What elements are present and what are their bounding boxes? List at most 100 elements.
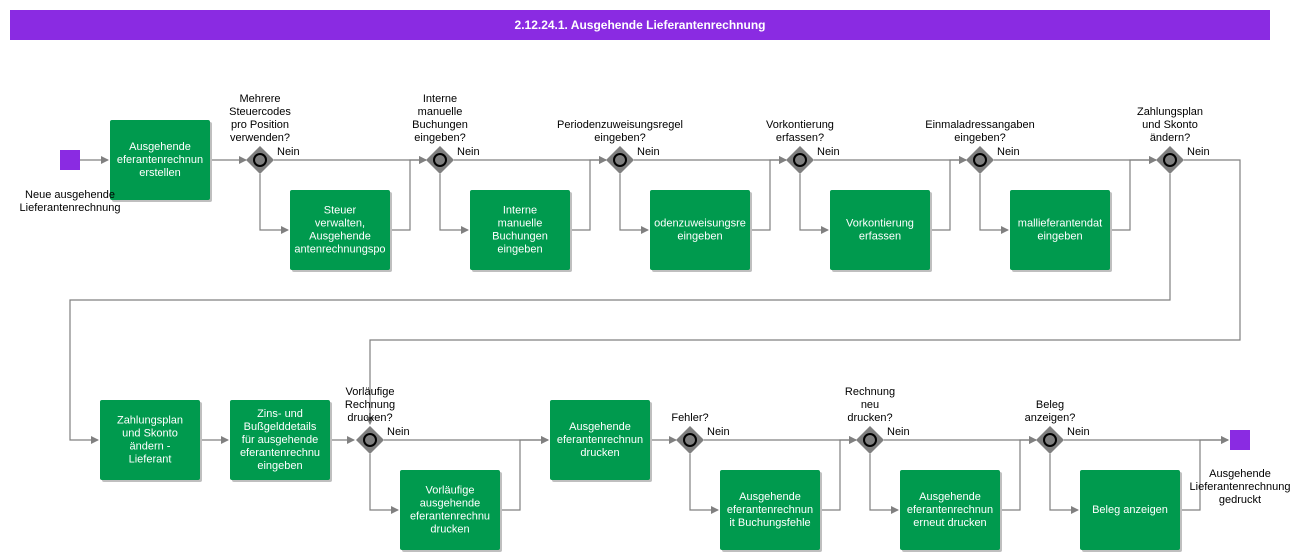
task-label-line: eingeben [257,460,302,472]
task-label-line: Bußgelddetails [244,421,317,433]
task-box[interactable] [720,470,820,550]
gateway-no-label: Nein [1187,146,1210,158]
task-t13[interactable]: Beleg anzeigen [1080,470,1182,552]
task-box[interactable] [290,190,390,270]
task-label-line: für ausgehende [242,434,318,446]
task-label-line: eingeben [497,243,542,255]
gateway-diamond[interactable] [676,426,704,454]
task-label: Beleg anzeigen [1092,504,1168,516]
task-box[interactable] [1080,470,1180,550]
gateway-diamond[interactable] [246,146,274,174]
gateway-question-line: erfassen? [776,132,824,144]
gateway-question-line: Fehler? [671,412,708,424]
gateway-diamond[interactable] [966,146,994,174]
task-label-line: eingeben [677,230,722,242]
task-label-line: Ausgehende [129,141,191,153]
edge-t2-g2 [390,156,427,231]
start-event-square[interactable] [60,150,80,170]
gateway-diamond[interactable] [1036,426,1064,454]
task-box[interactable] [230,400,330,480]
gateway-question-line: Einmaladressangaben [925,119,1034,131]
task-box[interactable] [650,190,750,270]
task-box[interactable] [550,400,650,480]
gateway-question-line: und Skonto [1142,119,1198,131]
task-box[interactable] [1010,190,1110,270]
task-label-line: Ausgehende [569,421,631,433]
start-event-label-line: Neue ausgehende [25,189,115,201]
task-label-line: Ausgehende [739,491,801,503]
task-box[interactable] [100,400,200,480]
gateway-diamond[interactable] [1156,146,1184,174]
start-event-label-line: Lieferantenrechnung [20,202,121,214]
task-label-line: Zins- und [257,408,303,420]
gateway-diamond[interactable] [356,426,384,454]
task-box[interactable] [470,190,570,270]
task-label-line: eferantenrechnun [907,504,993,516]
gateway-diamond[interactable] [786,146,814,174]
edge-t9-t10 [500,436,549,511]
gateway-circle-icon [1163,153,1177,167]
gateway-no-label: Nein [1067,426,1090,438]
edge-g6-no-g7 [366,159,1241,425]
task-box[interactable] [900,470,1000,550]
gateway-question-line: drucken? [347,412,392,424]
end-event-square[interactable] [1230,430,1250,450]
gateway-question-line: Steuercodes [229,106,291,118]
gateway-diamond[interactable] [856,426,884,454]
task-label-line: erfassen [859,230,901,242]
task-label-line: eferantenrechnu [410,510,490,522]
gateway-diamond[interactable] [426,146,454,174]
task-box[interactable] [400,470,500,550]
task-box[interactable] [110,120,210,200]
gateway-question-line: Vorkontierung [766,119,834,131]
task-box[interactable] [830,190,930,270]
gateway-g8[interactable]: Fehler?Nein [671,412,730,454]
gateway-circle-icon [433,153,447,167]
gateway-circle-icon [863,433,877,447]
gateway-diamond[interactable] [606,146,634,174]
task-label-line: Vorkontierung [846,217,914,229]
task-label-line: eferantenrechnun [117,154,203,166]
edge-t13-end [1180,436,1229,511]
